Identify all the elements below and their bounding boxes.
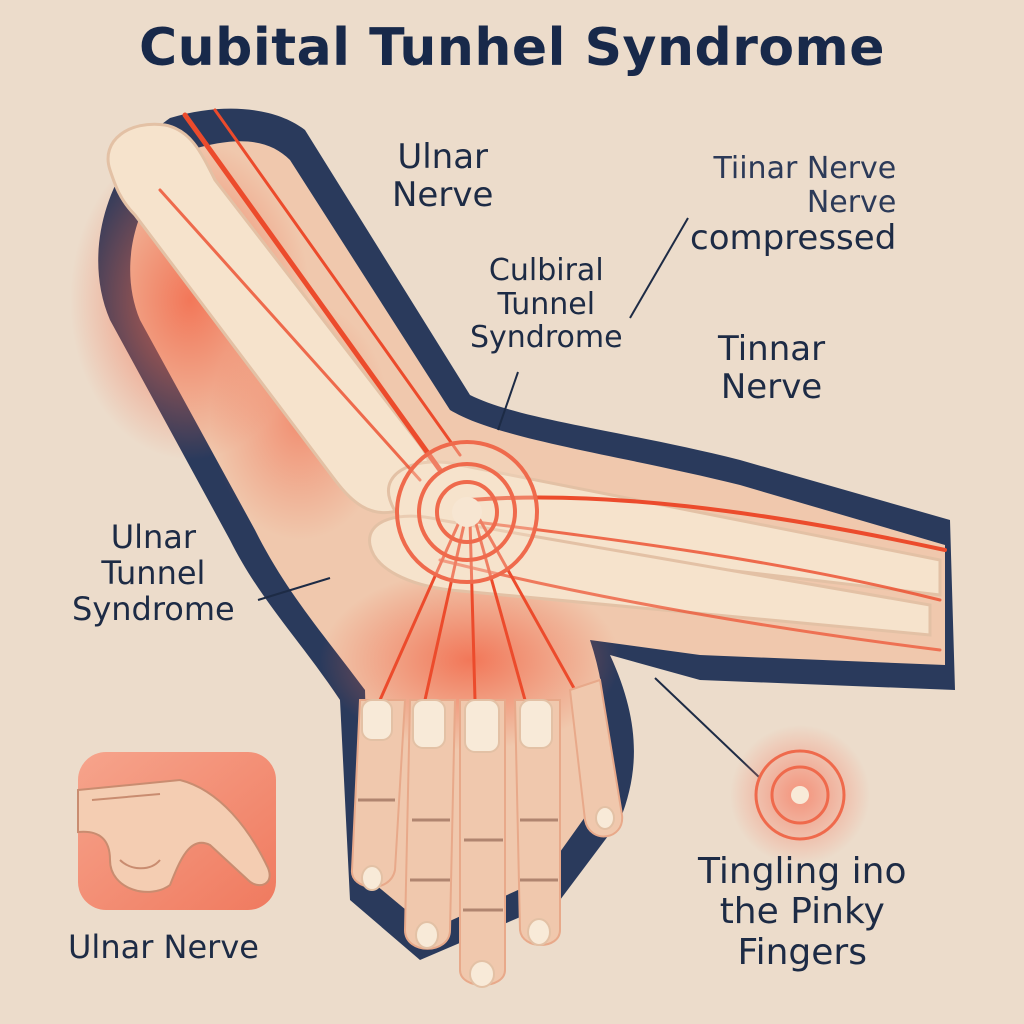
label-tinnar-nerve: Tinnar Nerve bbox=[718, 329, 826, 408]
hand-fingers bbox=[350, 678, 624, 988]
page-title: Cubital Tunhel Syndrome bbox=[138, 18, 886, 78]
forearm-bones bbox=[368, 460, 942, 637]
label-tingling-pinky: Tingling ino the Pinky Fingers bbox=[698, 851, 907, 973]
label-ulnar-nerve-bottom: Ulnar Nerve bbox=[68, 928, 259, 966]
tingling-marker bbox=[730, 725, 870, 865]
label-nerve-compressed: Tiinar Nerve Nerve compressed bbox=[690, 151, 897, 259]
compression-target bbox=[395, 440, 539, 584]
nerve-lines bbox=[158, 108, 947, 702]
label-ulnar-tunnel: Ulnar Tunnel Syndrome bbox=[72, 518, 235, 628]
label-culbiral-tunnel: Culbiral Tunnel Syndrome bbox=[470, 253, 623, 356]
thumb-inset bbox=[77, 752, 276, 910]
label-ulnar-nerve-top: Ulnar Nerve bbox=[392, 137, 494, 216]
